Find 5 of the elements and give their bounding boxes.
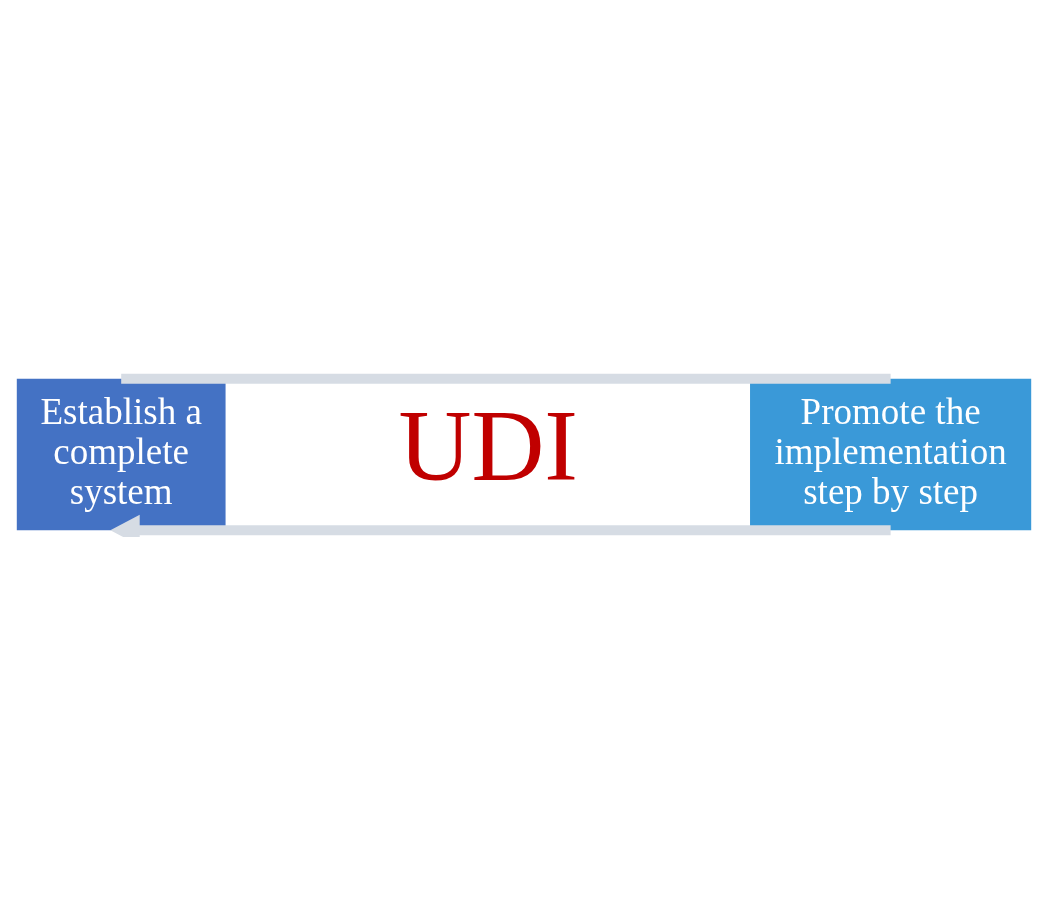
label: UDI (398, 389, 578, 502)
node-box: Establish a complete system (16, 378, 226, 530)
connector (121, 373, 891, 384)
node-box: Promote the implementation step by step (750, 378, 1032, 530)
arrow (110, 514, 891, 537)
